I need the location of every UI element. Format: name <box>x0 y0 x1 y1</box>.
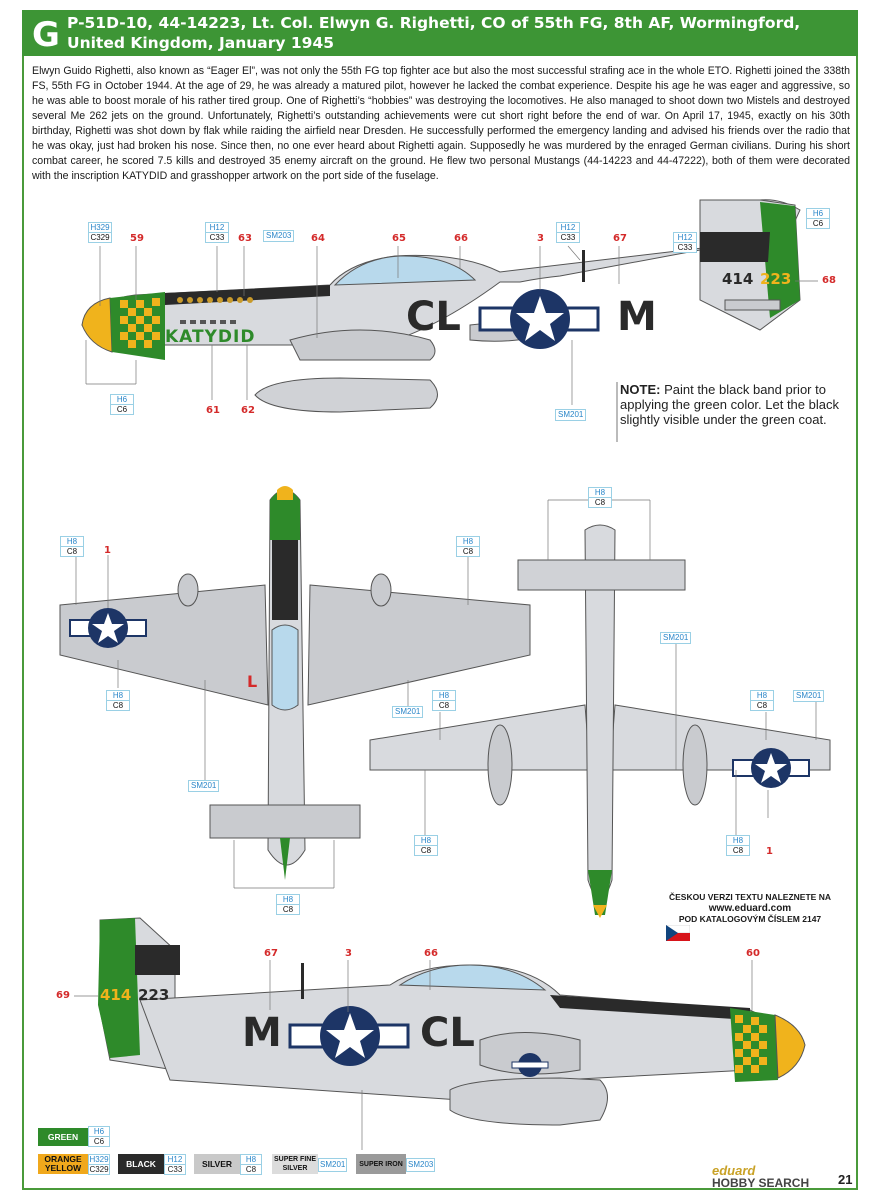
czech-line1: ČESKOU VERZI TEXTU NALEZNETE NA <box>669 892 831 902</box>
callout-64: 64 <box>311 233 325 244</box>
callout-67-right: 67 <box>264 948 278 959</box>
legend-black-swatch: BLACK <box>118 1154 164 1174</box>
legend-super-fine-silver-code: SM201 <box>318 1158 348 1172</box>
callout-69: 69 <box>56 990 70 1001</box>
callout-63: 63 <box>238 233 252 244</box>
callout-62: 62 <box>241 405 255 416</box>
right-profile <box>98 917 806 1126</box>
legend-super-fine-silver-swatch: SUPER FINE SILVER <box>272 1154 318 1174</box>
legend-silver-swatch: SILVER <box>194 1154 240 1174</box>
tail-serial-prefix-right: 414 <box>100 986 132 1004</box>
brand-logo: eduard <box>712 1163 756 1178</box>
header-bar: G P-51D-10, 44-14223, Lt. Col. Elwyn G. … <box>22 10 858 56</box>
callout-1-bottom: 1 <box>766 846 773 857</box>
callout-61: 61 <box>206 405 220 416</box>
fuselage-code-right: M <box>617 294 657 340</box>
callout-59: 59 <box>130 233 144 244</box>
legend-green-swatch: GREEN <box>38 1128 88 1146</box>
fuselage-code-left: CL <box>406 294 461 340</box>
top-view <box>59 486 531 880</box>
czech-line2: POD KATALOGOVÝM ČÍSLEM 2147 <box>678 914 822 924</box>
czech-reference: ČESKOU VERZI TEXTU NALEZNETE NA www.edua… <box>650 892 850 925</box>
tail-serial-prefix: 414 <box>722 270 754 288</box>
left-profile <box>81 199 801 413</box>
fuselage-code-right-profile-cl: CL <box>420 1010 475 1056</box>
bottom-view <box>369 524 831 918</box>
callout-67: 67 <box>613 233 627 244</box>
scheme-letter: G <box>32 15 60 55</box>
callout-1-top: 1 <box>104 545 111 556</box>
painting-note: NOTE: Paint the black band prior to appl… <box>620 382 840 427</box>
legend-super-iron-code: SM203 <box>406 1158 436 1172</box>
fuselage-code-right-profile-m: M <box>242 1010 282 1056</box>
legend-orange-yellow-swatch: ORANGE YELLOW <box>38 1154 88 1174</box>
paint-code-sm203: SM203 <box>263 230 295 242</box>
paint-code-sm201-b: SM201 <box>660 632 692 644</box>
callout-3: 3 <box>537 233 544 244</box>
watermark-text: HOBBY SEARCH <box>712 1176 810 1190</box>
paint-code-sm201-e: SM201 <box>188 780 220 792</box>
paint-code-sm201-c: SM201 <box>392 706 424 718</box>
callout-65: 65 <box>392 233 406 244</box>
note-label: NOTE: <box>620 382 661 397</box>
description-text: Elwyn Guido Righetti, also known as “Eag… <box>32 65 850 182</box>
czech-flag-icon <box>666 925 690 941</box>
callout-66-right: 66 <box>424 948 438 959</box>
tail-serial-suffix-right: 223 <box>138 986 170 1004</box>
tail-serial-suffix: 223 <box>760 270 792 288</box>
callout-60: 60 <box>746 948 760 959</box>
page-number: 21 <box>838 1172 853 1187</box>
czech-url: www.eduard.com <box>708 903 792 914</box>
wing-marker: L <box>247 672 258 691</box>
callout-68: 68 <box>822 275 836 286</box>
paint-code-sm201-a: SM201 <box>555 409 587 421</box>
callout-3-right: 3 <box>345 948 352 959</box>
note-text: Paint the black band prior to applying t… <box>620 382 839 427</box>
legend-super-iron-swatch: SUPER IRON <box>356 1154 406 1174</box>
note-divider <box>616 382 618 442</box>
callout-66: 66 <box>454 233 468 244</box>
paint-code-sm201-d: SM201 <box>793 690 825 702</box>
nose-art-text: KATYDID <box>165 327 256 347</box>
scheme-title: P-51D-10, 44-14223, Lt. Col. Elwyn G. Ri… <box>67 14 801 52</box>
